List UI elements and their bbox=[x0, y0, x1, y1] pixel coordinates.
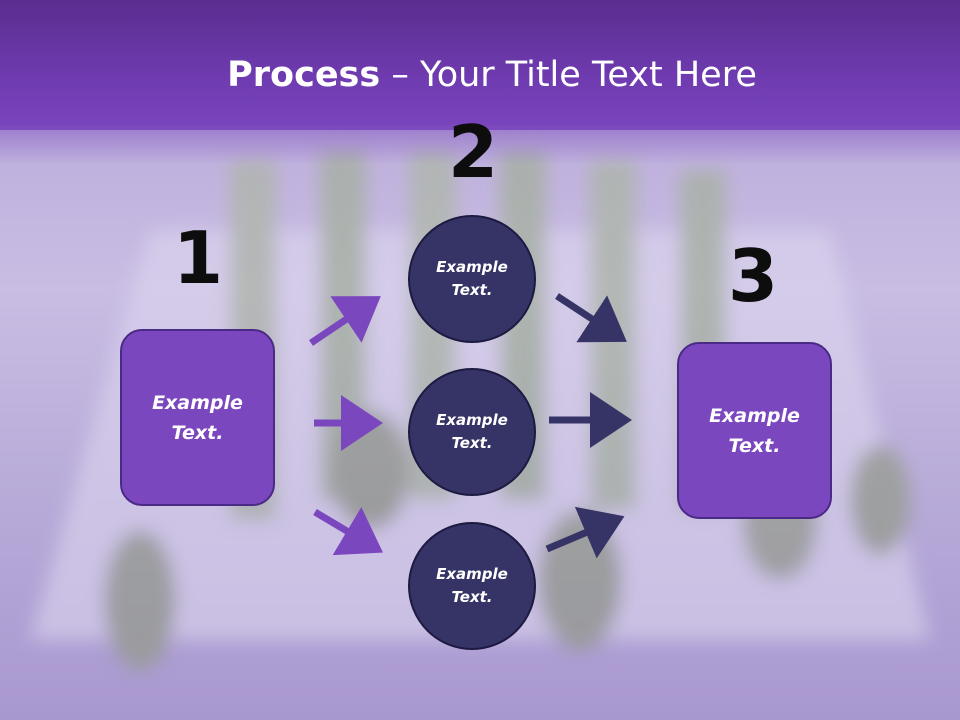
process-circle-middle: Example Text. bbox=[408, 368, 536, 496]
step-number-2: 2 bbox=[447, 110, 499, 194]
circle-bottom-line2: Text. bbox=[451, 588, 493, 606]
process-box-left: Example Text. bbox=[120, 329, 275, 506]
box-left-line1: Example bbox=[152, 391, 243, 414]
circle-middle-line1: Example bbox=[436, 411, 508, 429]
circle-top-line1: Example bbox=[436, 258, 508, 276]
arrow-left-up bbox=[309, 296, 381, 346]
process-circle-top: Example Text. bbox=[408, 215, 536, 343]
circle-middle-line2: Text. bbox=[451, 434, 493, 452]
arrow-right-up bbox=[545, 506, 625, 559]
header-bar bbox=[0, 0, 960, 130]
title-rest: – Your Title Text Here bbox=[380, 55, 757, 95]
arrow-right-down bbox=[555, 293, 627, 343]
title-bold: Process bbox=[227, 55, 381, 95]
header-fade bbox=[0, 125, 960, 165]
box-left-line2: Text. bbox=[171, 421, 224, 444]
slide-title: Process – Your Title Text Here bbox=[0, 52, 960, 98]
step-number-1: 1 bbox=[172, 216, 224, 300]
arrow-left-down bbox=[313, 507, 384, 556]
step-number-3: 3 bbox=[727, 234, 779, 318]
process-circle-bottom: Example Text. bbox=[408, 522, 536, 650]
process-box-right: Example Text. bbox=[677, 342, 832, 519]
box-right-line2: Text. bbox=[728, 434, 781, 457]
circle-top-line2: Text. bbox=[451, 281, 493, 299]
circle-bottom-line1: Example bbox=[436, 565, 508, 583]
box-right-line1: Example bbox=[709, 404, 800, 427]
